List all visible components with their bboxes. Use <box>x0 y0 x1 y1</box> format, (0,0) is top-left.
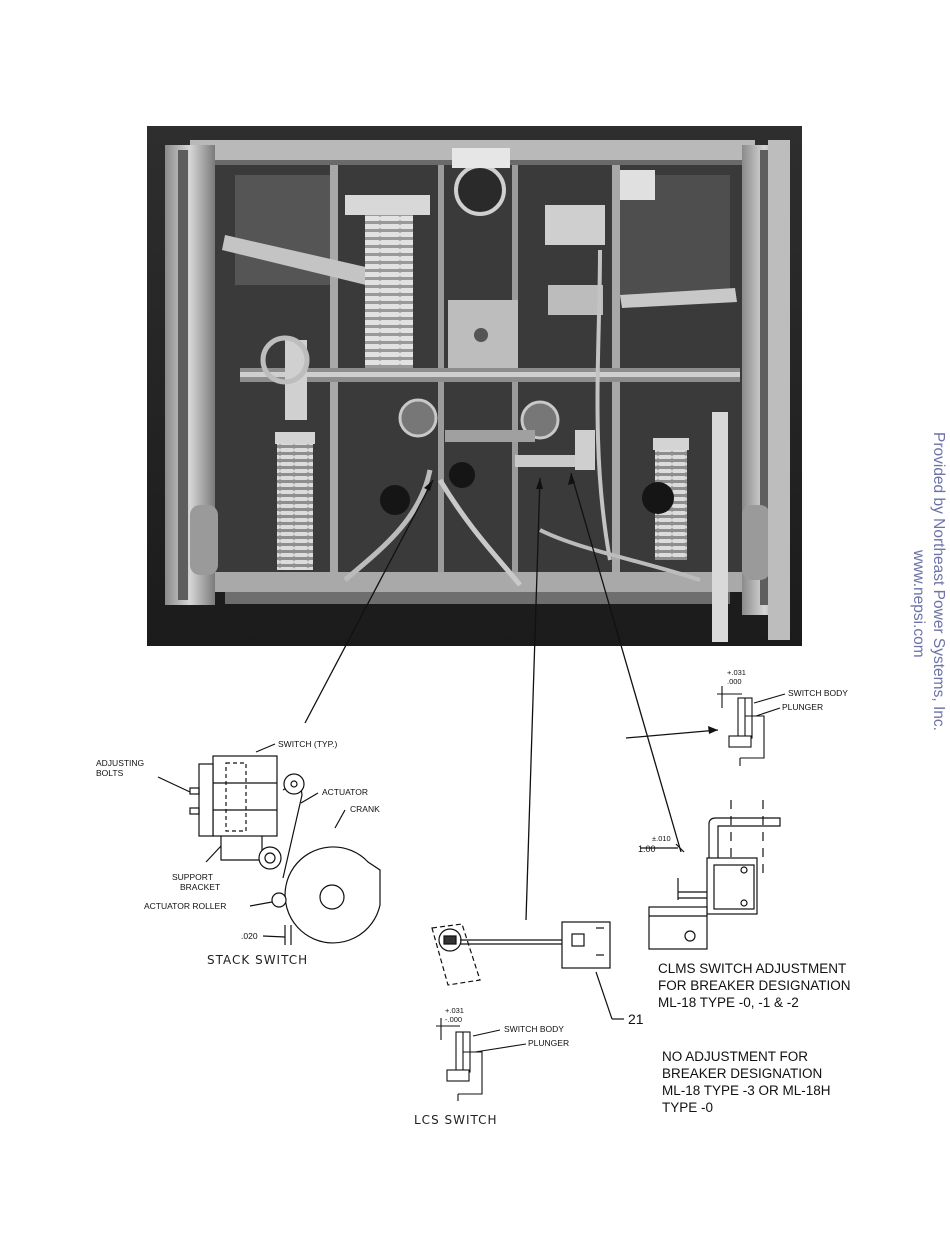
leader-to-stack-switch <box>304 479 434 724</box>
credit-line-1: Provided by Northeast Power Systems, Inc… <box>930 432 947 731</box>
lcs-tol-plus: +.031 <box>445 1006 464 1015</box>
credit-line-2: www.nepsi.com <box>910 550 927 658</box>
clms-dim-tol: ±.010 <box>652 834 671 843</box>
arrow-stack <box>424 480 433 491</box>
lcs-tol-minus: -.000 <box>445 1015 462 1024</box>
arrow-lcs <box>536 478 543 489</box>
top-right-detail-labels: +.031 .000 SWITCH BODY PLUNGER <box>727 668 848 712</box>
leader-to-top-detail <box>625 729 719 739</box>
credit-watermark: Provided by Northeast Power Systems, Inc… <box>905 430 950 800</box>
lcs-detail-drawing <box>436 1018 527 1101</box>
top-right-detail-drawing <box>717 686 786 766</box>
label-adjusting: ADJUSTING <box>96 758 144 768</box>
stack-switch-labels: SWITCH (TYP.) ADJUSTING BOLTS ACTUATOR C… <box>96 739 380 967</box>
clms-note-line-3: ML-18 TYPE -0, -1 & -2 <box>658 995 799 1010</box>
clms-labels: ±.010 1.00 CLMS SWITCH ADJUSTMENT FOR BR… <box>638 834 851 1115</box>
no-adjustment-line-4: TYPE -0 <box>662 1100 713 1115</box>
callout-21: 21 <box>628 1011 644 1027</box>
arrow-top-detail <box>708 726 718 734</box>
clms-dim-value: 1.00 <box>638 844 656 854</box>
clms-note-line-2: FOR BREAKER DESIGNATION <box>658 978 851 993</box>
stack-switch-title: STACK SWITCH <box>207 953 308 967</box>
leader-to-lcs-switch <box>525 477 541 921</box>
top-tol-plus: +.031 <box>727 668 746 677</box>
lcs-linkage-drawing <box>431 921 624 1020</box>
no-adjustment-line-3: ML-18 TYPE -3 OR ML-18H <box>662 1083 831 1098</box>
lcs-switch-title: LCS SWITCH <box>414 1113 498 1127</box>
label-bracket: BRACKET <box>180 882 220 892</box>
label-crank: CRANK <box>350 804 380 814</box>
top-plunger-label: PLUNGER <box>782 702 823 712</box>
top-tol-minus: .000 <box>727 677 742 686</box>
top-switch-body-label: SWITCH BODY <box>788 688 848 698</box>
no-adjustment-line-1: NO ADJUSTMENT FOR <box>662 1049 808 1064</box>
clms-switch-drawing <box>640 800 781 950</box>
stack-switch-drawing <box>157 743 381 945</box>
lcs-plunger-label: PLUNGER <box>528 1038 569 1048</box>
mechanism-photo <box>147 126 802 646</box>
label-actuator-roller: ACTUATOR ROLLER <box>144 901 226 911</box>
label-actuator: ACTUATOR <box>322 787 368 797</box>
label-bolts: BOLTS <box>96 768 124 778</box>
label-switch-typ: SWITCH (TYP.) <box>278 739 338 749</box>
leader-lines <box>304 472 719 921</box>
lcs-switch-body-label: SWITCH BODY <box>504 1024 564 1034</box>
label-gap-020: .020 <box>241 931 258 941</box>
leader-to-clms-switch <box>570 472 682 853</box>
no-adjustment-line-2: BREAKER DESIGNATION <box>662 1066 822 1081</box>
clms-note-line-1: CLMS SWITCH ADJUSTMENT <box>658 961 846 976</box>
lcs-detail-labels: +.031 -.000 SWITCH BODY PLUNGER LCS SWIT… <box>414 1006 569 1127</box>
label-support: SUPPORT <box>172 872 213 882</box>
arrow-clms <box>568 473 575 485</box>
